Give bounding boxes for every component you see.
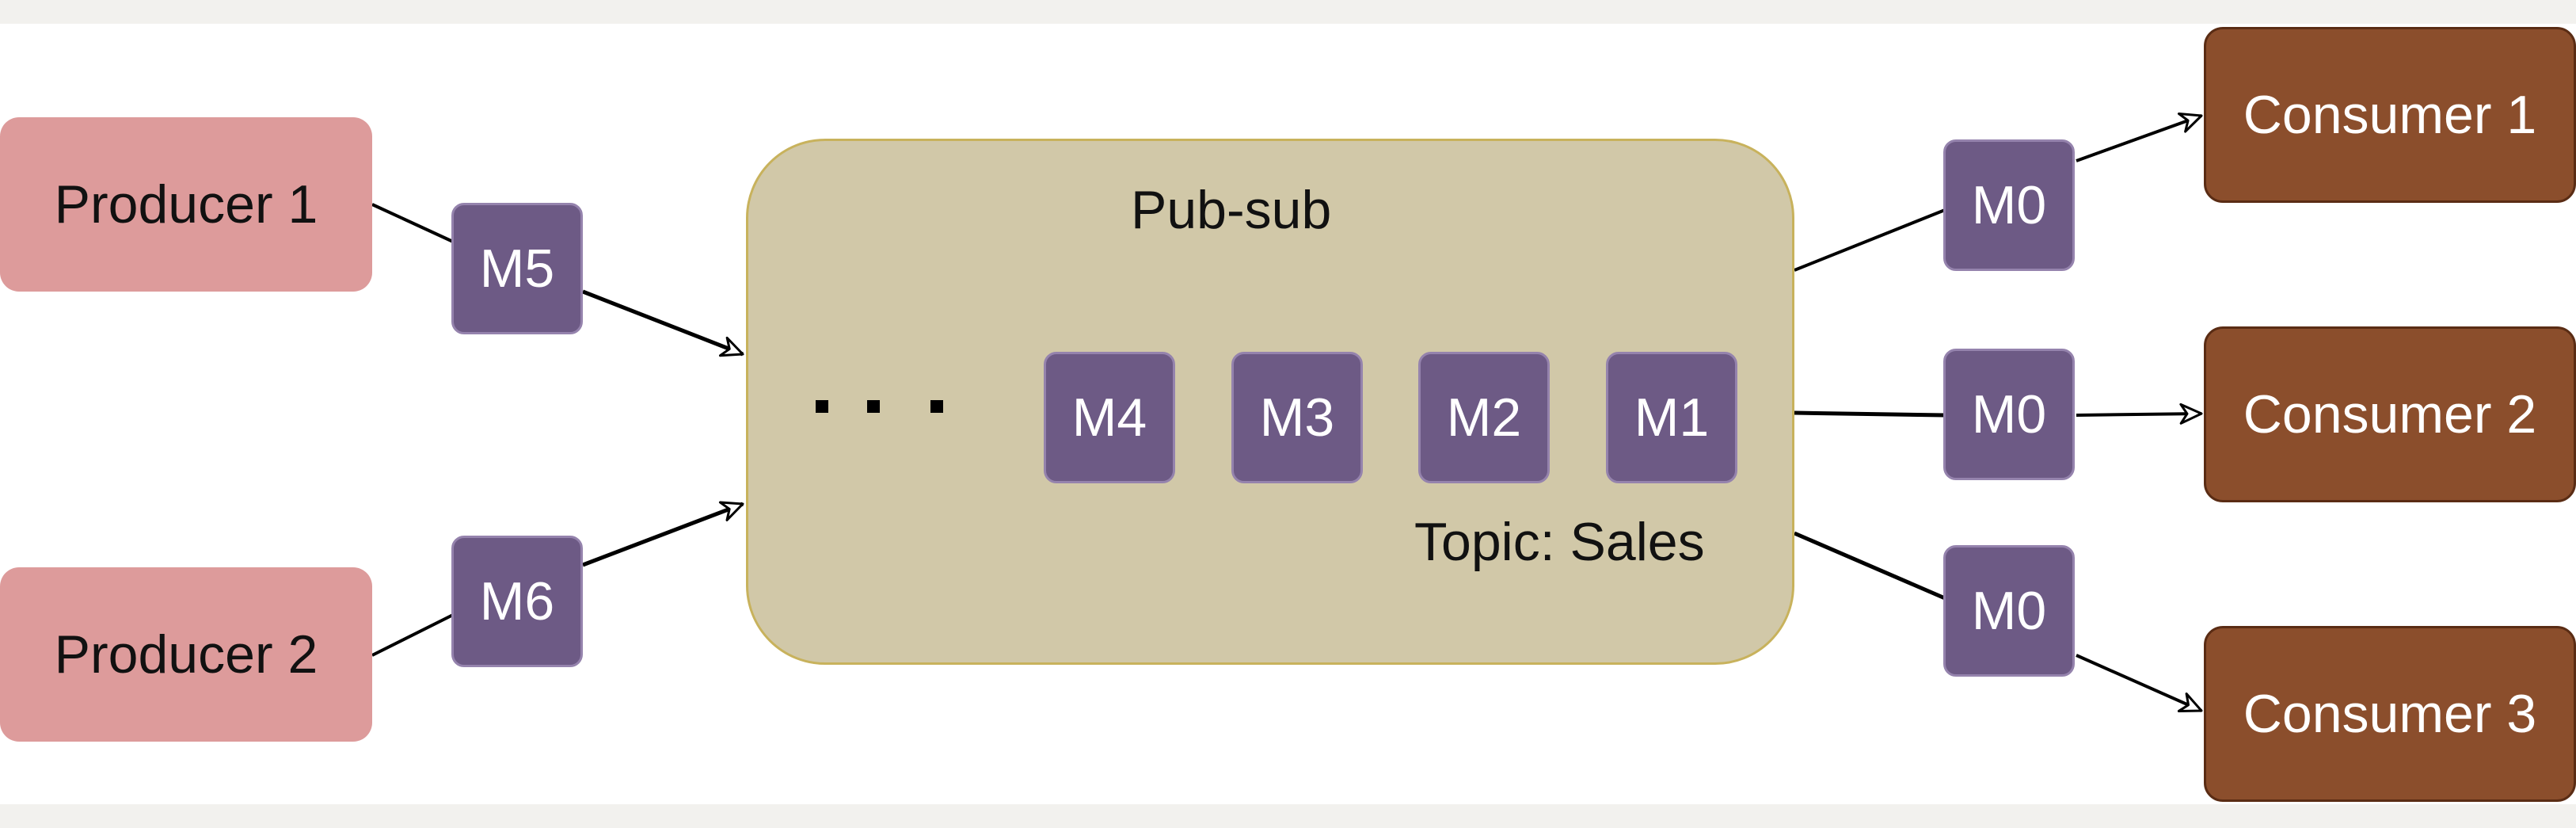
- consumer-1-label: Consumer 1: [2243, 85, 2537, 145]
- message-m0-bottom: M0: [1943, 545, 2075, 677]
- consumer-1: Consumer 1: [2204, 27, 2576, 203]
- producer-1: Producer 1: [0, 117, 372, 292]
- message-m3-label: M3: [1259, 387, 1335, 448]
- connector-producer1-m5: [371, 203, 454, 243]
- arrow-m0-consumer2: [2076, 403, 2203, 425]
- message-m0-middle: M0: [1943, 349, 2075, 480]
- arrow-m0-consumer3: [2076, 654, 2203, 712]
- arrow-m5-pubsub: [582, 289, 744, 357]
- message-m0-middle-label: M0: [1971, 384, 2047, 445]
- producer-2-label: Producer 2: [54, 624, 318, 685]
- message-m3: M3: [1231, 352, 1363, 483]
- arrow-m0-consumer1: [2076, 113, 2203, 162]
- arrow-m6-pubsub: [582, 501, 744, 567]
- connector-producer2-m6: [371, 613, 454, 657]
- message-m1-label: M1: [1634, 387, 1710, 448]
- message-m2-label: M2: [1446, 387, 1522, 448]
- consumer-2: Consumer 2: [2204, 326, 2576, 502]
- message-m4-label: M4: [1071, 387, 1147, 448]
- message-m6-label: M6: [479, 571, 555, 631]
- message-m0-top-label: M0: [1971, 175, 2047, 235]
- message-m0-top: M0: [1943, 139, 2075, 271]
- connector-pubsub-m0-top: [1794, 208, 1946, 272]
- message-m2: M2: [1418, 352, 1550, 483]
- consumer-3-label: Consumer 3: [2243, 684, 2537, 744]
- message-m0-bottom-label: M0: [1971, 581, 2047, 641]
- consumer-2-label: Consumer 2: [2243, 384, 2537, 445]
- message-m5: M5: [451, 203, 583, 334]
- producer-2: Producer 2: [0, 567, 372, 742]
- message-m6: M6: [451, 536, 583, 667]
- connector-pubsub-m0-middle: [1794, 410, 1946, 418]
- producer-1-label: Producer 1: [54, 174, 318, 235]
- message-m1: M1: [1606, 352, 1737, 483]
- message-m5-label: M5: [479, 238, 555, 299]
- pubsub-title: Pub-sub: [1131, 180, 1332, 240]
- topic-label: Topic: Sales: [1414, 512, 1705, 572]
- consumer-3: Consumer 3: [2204, 626, 2576, 802]
- message-m4: M4: [1044, 352, 1175, 483]
- connector-pubsub-m0-bottom: [1794, 531, 1946, 601]
